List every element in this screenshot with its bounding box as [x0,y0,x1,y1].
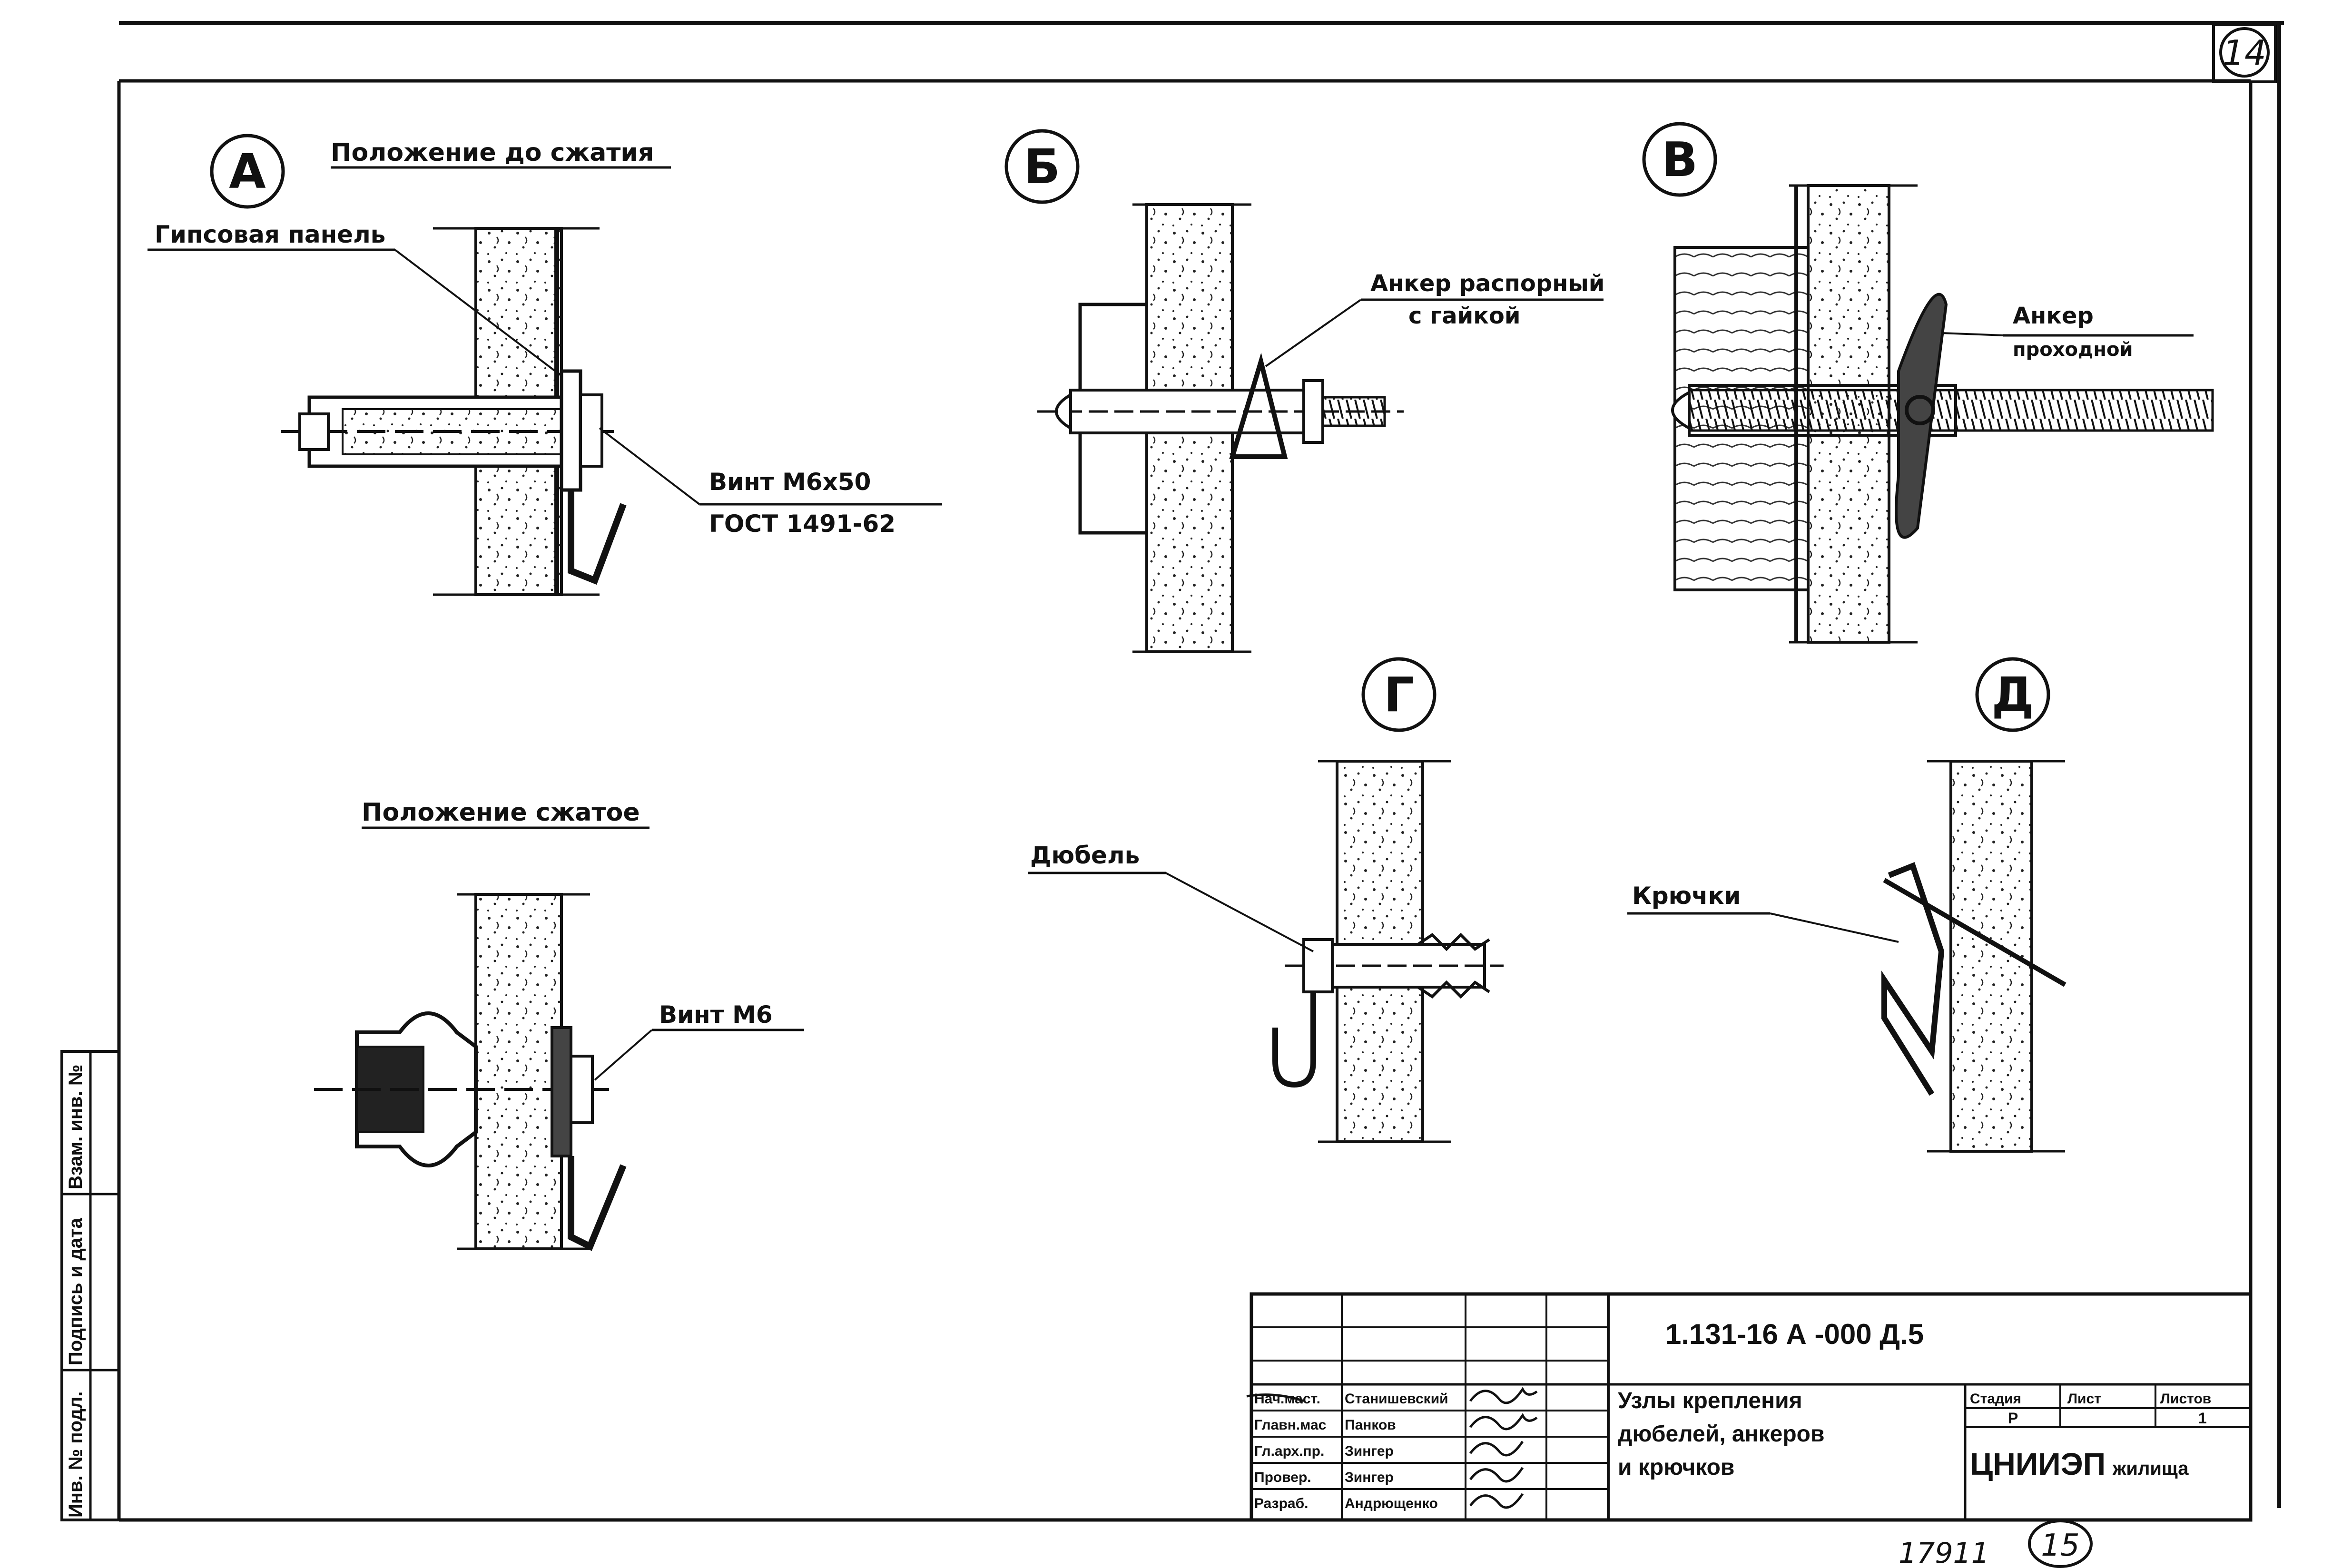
side-stamp-replace: Взам. инв. № [65,1065,86,1189]
view-a-letter: А [229,144,266,199]
name-2: Панков [1345,1417,1396,1433]
footer: 17911 15 [1899,1519,2093,1568]
view-g-letter: Г [1384,667,1414,723]
view-d-letter: Д [1991,667,2034,723]
title-line-1: Узлы крепления [1618,1388,1802,1413]
screw-label-2: ГОСТ 1491-62 [709,510,895,538]
sheet-number: 14 [2223,33,2266,73]
view-a-title-before: Положение до сжатия [331,138,654,167]
sheet-frame: 14 [117,21,2284,1522]
organization-suffix: жилища [2112,1458,2189,1479]
view-v-letter: В [1662,132,1698,187]
document-code: 1.131-16 А -000 Д.5 [1665,1318,1924,1350]
spreading-anchor [1229,353,1288,459]
hooks-label: Крючки [1632,882,1741,910]
signatures [1246,1387,1538,1509]
name-1: Станишевский [1345,1391,1448,1407]
dowel-label: Дюбель [1030,842,1140,869]
page-number: 15 [2041,1528,2079,1563]
name-3: Зингер [1345,1443,1394,1459]
role-2: Главн.мас [1254,1417,1326,1433]
hook [568,490,627,585]
role-3: Гл.арх.пр. [1254,1443,1324,1459]
title-line-2: дюбелей, анкеров [1618,1421,1824,1447]
screw-m6-label: Винт М6 [659,1001,773,1029]
side-stamp-inventory: Инв. № подл. [65,1392,86,1518]
picture-hook [1881,862,1945,1096]
sheets-value: 1 [2198,1410,2207,1427]
dowel-hook [1272,992,1316,1088]
name-4: Зингер [1345,1470,1394,1485]
role-5: Разраб. [1254,1496,1308,1511]
view-g: Г Дюбель [1028,657,1504,1143]
inventory-number: 17911 [1899,1537,1989,1568]
stage-header: Стадия [1970,1391,2021,1407]
toggle-wing [1895,293,1948,539]
side-stamp: Инв. № подл. Подпись и дата Взам. инв. № [60,1050,120,1521]
screw-label-1: Винт М6x50 [709,468,871,496]
through-anchor-label-1: Анкер [2013,303,2094,329]
through-bolt [1688,389,2214,432]
dowel [1331,943,1486,989]
view-a-after: Положение сжатое Винт М6 [314,798,804,1251]
stage-value: Р [2008,1410,2018,1427]
view-d: Д Крючки [1627,657,2066,1153]
view-b-letter: Б [1024,139,1060,195]
role-4: Провер. [1254,1470,1311,1485]
sheet-header: Лист [2067,1391,2101,1407]
side-stamp-signature: Подпись и дата [65,1217,86,1365]
view-b: Б Анкер распорный с гайкой [1004,129,1604,653]
gypsum-panel-label: Гипсовая панель [155,221,385,248]
name-5: Андрющенко [1345,1496,1438,1511]
picture-nail [1883,878,2066,987]
organization: ЦНИИЭП [1970,1446,2106,1481]
title-block: 1.131-16 А -000 Д.5 Узлы крепления дюбел… [1246,1292,2253,1522]
through-anchor-label-2: проходной [2013,339,2133,361]
view-v: В Анкер проходной [1642,122,2214,644]
view-a-before: А Положение до сжатия Гипсовая панель Ви… [148,134,942,596]
anchor-spreading-label-2: с гайкой [1408,303,1520,329]
title-line-3: и крючков [1618,1455,1734,1480]
sheets-header: Листов [2160,1391,2211,1407]
washer [560,369,582,492]
view-a-title-after: Положение сжатое [362,798,640,827]
role-1: Нач.маст. [1254,1391,1320,1407]
anchor-spreading-label-1: Анкер распорный [1370,270,1604,297]
